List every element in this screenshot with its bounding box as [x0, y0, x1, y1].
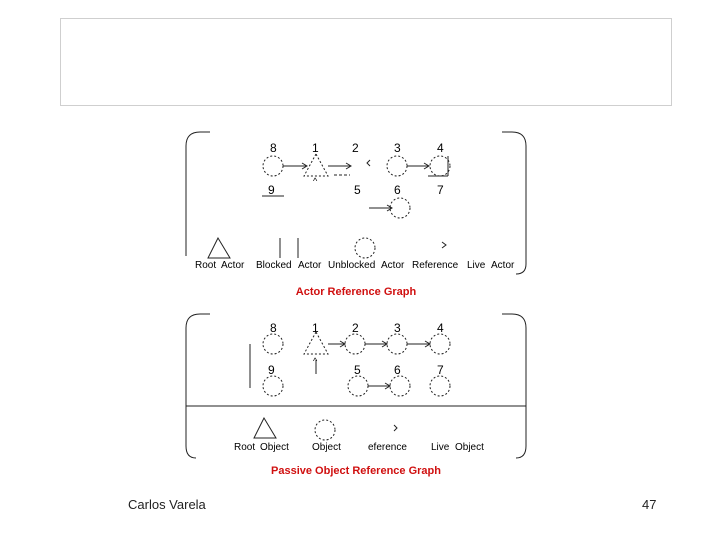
node-1-root-object: [303, 330, 329, 355]
node-label-7: 7: [437, 183, 444, 197]
caret-mark: ^: [313, 356, 318, 366]
node-label-6: 6: [394, 363, 401, 377]
legend-reference-symbol: [393, 424, 398, 432]
object-graph-caption: Passive Object Reference Graph: [271, 465, 441, 477]
page-number: 47: [642, 497, 657, 512]
node-label-5: 5: [354, 363, 361, 377]
node-label-8: 8: [270, 141, 277, 155]
node-label-6: 6: [394, 183, 401, 197]
node-label-5: 5: [354, 183, 361, 197]
node-label-7: 7: [437, 363, 444, 377]
node-3: [386, 333, 408, 355]
node-label-9: 9: [268, 363, 275, 377]
legend-object-label-3: Object: [455, 442, 484, 453]
actor-graph-caption: Actor Reference Graph: [295, 286, 417, 298]
legend-reference-label: Reference: [412, 260, 459, 271]
frame-corner: [185, 131, 210, 147]
node-1-root-actor: [303, 152, 329, 177]
legend-unblocked-symbol: [354, 237, 376, 259]
node-label-4: 4: [437, 321, 444, 335]
legend-unblocked-label: Unblocked: [328, 260, 375, 271]
actor-reference-graph: 8 1 2 3 4 9 5 6 7 ^ Root Actor Blocked A…: [185, 131, 527, 275]
frame-corner: [185, 313, 210, 329]
node-label-1: 1: [312, 321, 319, 335]
node-label-3: 3: [394, 321, 401, 335]
legend-reference-symbol: [441, 241, 447, 249]
legend-actor-label: Actor: [221, 260, 245, 271]
footer-author: Carlos Varela: [128, 497, 206, 512]
legend-object-label: Object: [260, 442, 289, 453]
node-label-2: 2: [352, 321, 359, 335]
node-2: [344, 333, 366, 355]
node-9: [262, 375, 284, 397]
node-3: [386, 155, 408, 177]
node-8: [262, 155, 284, 177]
legend-blocked-label: Blocked: [256, 260, 292, 271]
passive-object-reference-graph: 8 1 2 3 4 9 5 6 7 ^ Root Object Object e…: [185, 313, 527, 459]
frame-corner: [502, 313, 527, 329]
frame-corner: [502, 131, 527, 147]
node-label-1: 1: [312, 141, 319, 155]
legend-root-label: Root: [234, 442, 255, 453]
node-label-2: 2: [352, 141, 359, 155]
node-7: [429, 375, 451, 397]
legend-object-symbol: [314, 419, 336, 441]
legend-actor-label-3: Actor: [381, 260, 405, 271]
legend-object-label-2: Object: [312, 442, 341, 453]
frame-right-edge: [515, 146, 527, 275]
legend-root-label: Root: [195, 260, 216, 271]
legend-root-object-symbol: [253, 416, 277, 439]
node-label-3: 3: [394, 141, 401, 155]
legend-reference-label: eference: [368, 442, 407, 453]
legend-actor-label-2: Actor: [298, 260, 322, 271]
node-6: [389, 375, 411, 397]
legend-root-actor-symbol: [207, 236, 231, 259]
node-2-marker: [366, 159, 371, 167]
node-label-9: 9: [268, 183, 275, 197]
slide-title-box: [60, 18, 672, 106]
node-label-4: 4: [437, 141, 444, 155]
frame-left-edge: [185, 328, 197, 459]
legend-live-label: Live: [431, 442, 450, 453]
node-4: [429, 155, 451, 177]
legend-live-label: Live: [467, 260, 486, 271]
node-6: [389, 197, 411, 219]
frame-right-edge: [515, 328, 527, 459]
legend-actor-label-4: Actor: [491, 260, 515, 271]
caret-mark: ^: [313, 176, 318, 186]
node-8: [262, 333, 284, 355]
node-5: [347, 375, 369, 397]
node-label-8: 8: [270, 321, 277, 335]
node-4: [429, 333, 451, 355]
